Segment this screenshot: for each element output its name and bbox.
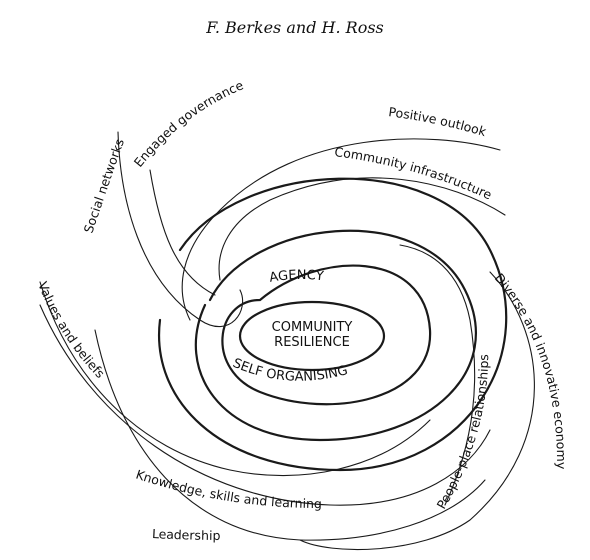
label-values-beliefs: Values and beliefs: [35, 279, 108, 380]
spiral-loop-3: [194, 229, 477, 442]
label-social-networks: Social networks: [81, 137, 127, 235]
spiral-loop-2: [221, 264, 432, 406]
label-agency: AGENCY: [268, 268, 324, 286]
spiral-loop-4: [157, 177, 508, 472]
label-knowledge-skills: Knowledge, skills and learning: [134, 467, 322, 512]
label-community: COMMUNITY: [272, 320, 353, 335]
spiral-arms: [39, 131, 535, 550]
arm-knowledge-skills: [39, 304, 491, 506]
arm-community-infrastructure: [218, 177, 506, 281]
arm-positive-outlook: [181, 138, 501, 321]
arm-leadership: [94, 329, 486, 541]
figure-header-authors: F. Berkes and H. Ross: [206, 18, 384, 37]
label-engaged-governance: Engaged governance: [131, 77, 246, 170]
arm-values-beliefs: [39, 281, 431, 477]
arm-social-networks: [117, 131, 244, 328]
label-self-organising: SELF ORGANISING: [230, 356, 349, 385]
label-resilience: RESILIENCE: [274, 335, 350, 350]
core-spiral: [157, 177, 508, 472]
inner-core-loop: [238, 300, 386, 372]
label-community-infrastructure: Community infrastructure: [334, 144, 495, 202]
label-leadership: Leadership: [152, 526, 221, 543]
label-positive-outlook: Positive outlook: [388, 104, 489, 139]
arm-engaged-governance: [149, 169, 216, 296]
arm-diverse-economy: [299, 271, 535, 550]
arm-people-place: [399, 244, 476, 506]
label-diverse-economy: Diverse and innovative economy: [492, 270, 569, 470]
